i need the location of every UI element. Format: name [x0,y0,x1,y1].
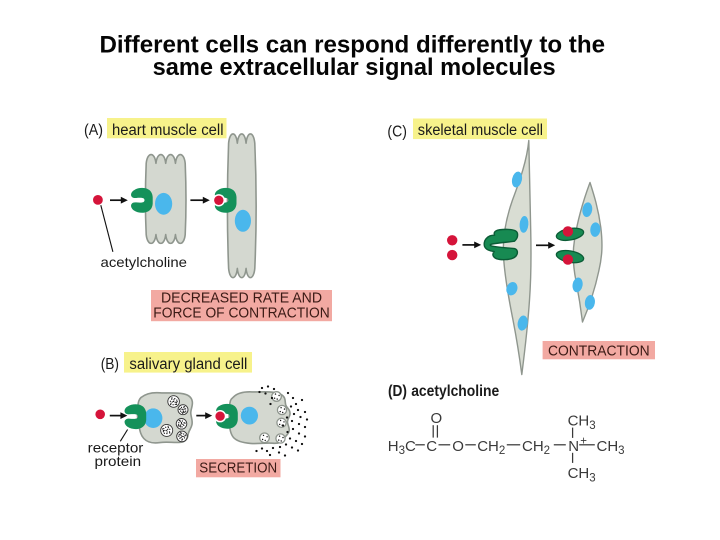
svg-text:H3C: H3C [388,438,416,457]
svg-text:protein: protein [95,453,142,469]
svg-text:CH2: CH2 [522,438,550,457]
svg-text:CH3: CH3 [568,465,596,484]
svg-text:FORCE OF CONTRACTION: FORCE OF CONTRACTION [153,304,329,321]
svg-text:CONTRACTION: CONTRACTION [548,342,650,359]
svg-text:N: N [568,438,579,455]
svg-text:(A): (A) [84,122,103,139]
svg-text:(D): (D) [388,383,407,400]
svg-text:acetylcholine: acetylcholine [101,254,188,270]
svg-text:SECRETION: SECRETION [199,460,277,477]
svg-text:skeletal muscle cell: skeletal muscle cell [418,122,543,139]
svg-text:CH2: CH2 [477,438,505,457]
svg-text:O: O [452,438,464,455]
svg-text:Different cells can respond di: Different cells can respond differently … [100,31,606,58]
svg-text:salivary gland cell: salivary gland cell [129,356,247,373]
svg-text:heart muscle cell: heart muscle cell [112,122,224,139]
svg-text:CH3: CH3 [568,412,596,431]
svg-text:C: C [426,438,437,455]
svg-text:+: + [580,436,587,448]
svg-text:DECREASED RATE AND: DECREASED RATE AND [161,289,322,306]
svg-text:same extracellular signal mole: same extracellular signal molecules [153,54,556,81]
svg-text:O: O [431,410,443,427]
svg-text:acetylcholine: acetylcholine [411,383,499,400]
svg-text:(C): (C) [387,123,407,140]
svg-text:receptor: receptor [88,439,144,455]
svg-text:(B): (B) [101,356,119,373]
svg-text:CH3: CH3 [597,438,625,457]
